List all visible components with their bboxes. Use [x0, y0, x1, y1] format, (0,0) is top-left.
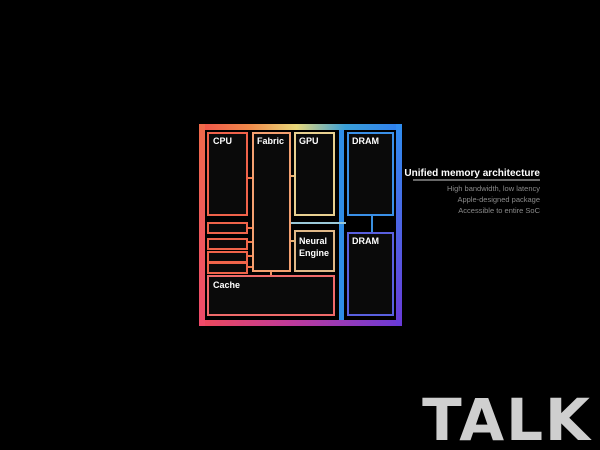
- watermark-logo: TALK: [422, 386, 592, 450]
- caption: Unified memory architecture High bandwid…: [404, 168, 540, 215]
- cache-label: Cache: [213, 280, 240, 290]
- cpu-sub-block: [207, 251, 248, 263]
- cpu-label: CPU: [213, 136, 232, 146]
- cpu-sub-block: [207, 262, 248, 274]
- soc-package-frame: [199, 124, 402, 326]
- dram-bottom-label: DRAM: [352, 236, 379, 246]
- cpu-sub-block: [207, 238, 248, 250]
- cache-block: [207, 275, 335, 316]
- neural-engine-label-line1: Neural: [299, 236, 327, 246]
- dram-separator: [339, 130, 344, 320]
- gpu-label: GPU: [299, 136, 319, 146]
- fabric-label: Fabric: [257, 136, 284, 146]
- cpu-sub-block: [207, 222, 248, 234]
- caption-line-2: Apple-designed package: [457, 195, 540, 204]
- neural-engine-block: [294, 230, 335, 272]
- caption-title: Unified memory architecture: [404, 168, 540, 179]
- dram-bottom-block: [347, 232, 394, 316]
- cpu-block: [207, 132, 248, 216]
- caption-line-3: Accessible to entire SoC: [458, 206, 540, 215]
- neural-engine-label-line2: Engine: [299, 248, 329, 258]
- dram-top-block: [347, 132, 394, 216]
- dram-top-label: DRAM: [352, 136, 379, 146]
- fabric-block: [252, 132, 291, 272]
- caption-line-1: High bandwidth, low latency: [447, 184, 540, 193]
- gpu-block: [294, 132, 335, 216]
